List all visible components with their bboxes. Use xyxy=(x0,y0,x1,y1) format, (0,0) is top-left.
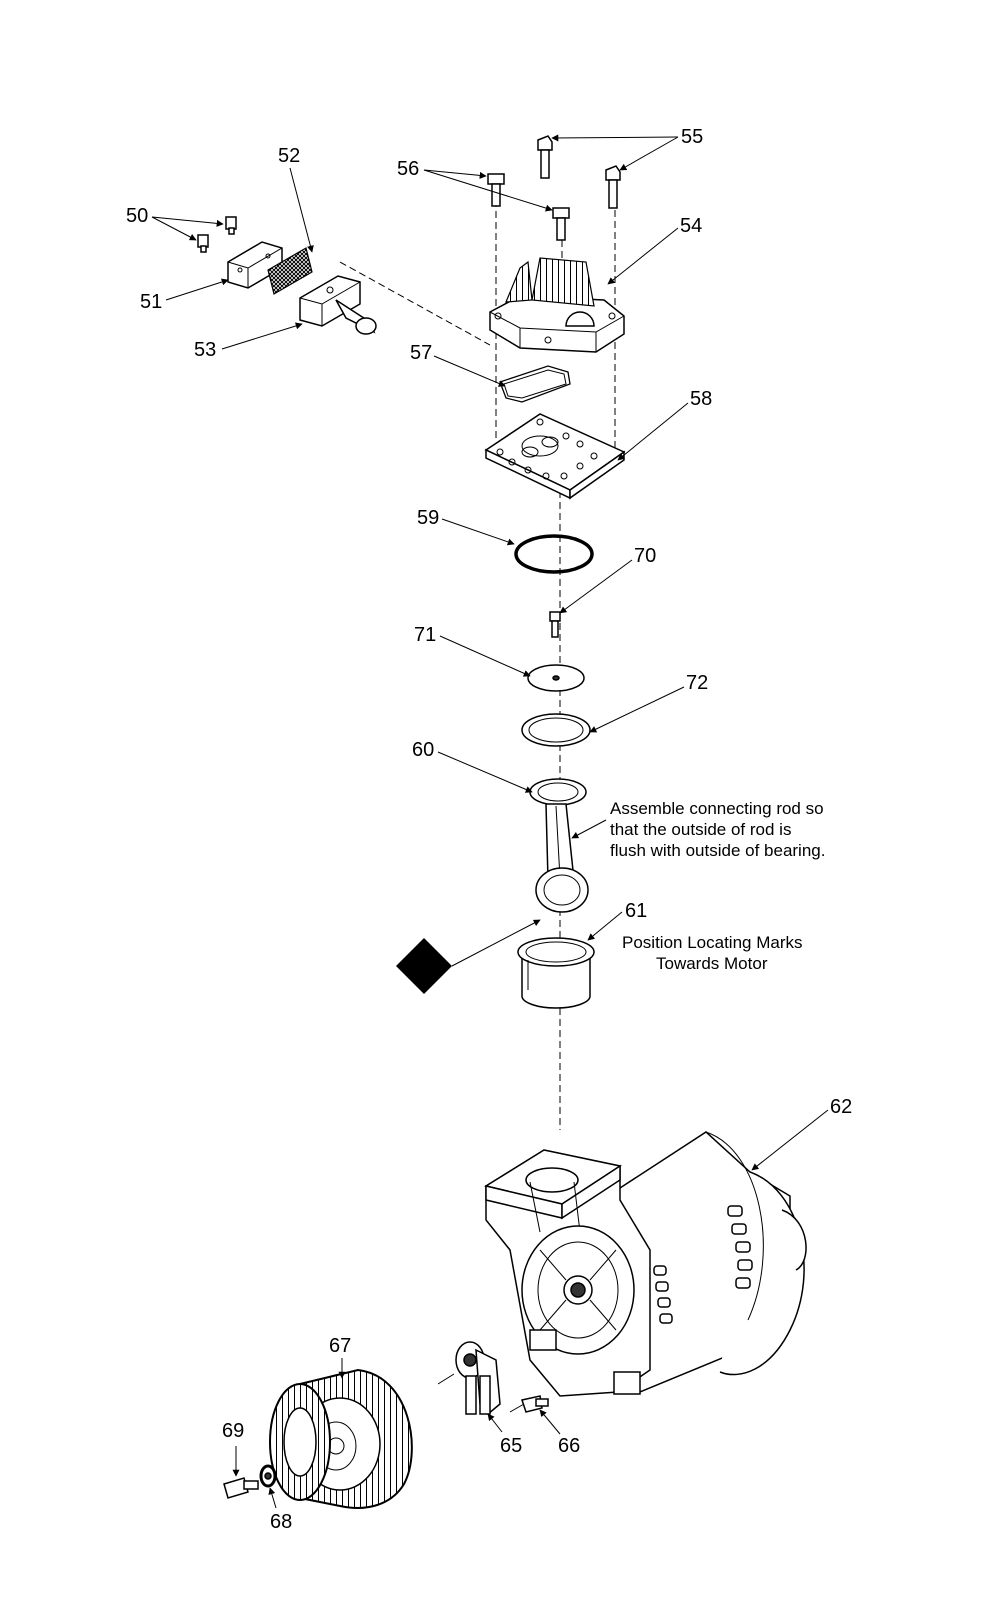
label-51: 51 xyxy=(140,291,162,313)
rod-note-line-2: that the outside of rod is xyxy=(610,820,791,839)
part-59-o-ring xyxy=(514,534,594,574)
label-50: 50 xyxy=(126,205,148,227)
part-50-screws xyxy=(197,216,237,253)
label-70: 70 xyxy=(634,545,656,567)
label-68: 68 xyxy=(270,1511,292,1533)
label-66: 66 xyxy=(558,1435,580,1457)
label-62: 62 xyxy=(830,1096,852,1118)
part-72-piston-cup xyxy=(521,713,591,747)
label-60: 60 xyxy=(412,739,434,761)
part-67-fan xyxy=(269,1368,413,1509)
part-57-gasket xyxy=(499,365,571,403)
part-69-bolt xyxy=(223,1477,259,1499)
marks-note-line-1: Position Locating Marks xyxy=(622,933,802,952)
label-53: 53 xyxy=(194,339,216,361)
part-56-bolts xyxy=(487,173,570,241)
label-65: 65 xyxy=(500,1435,522,1457)
part-58-valve-plate xyxy=(484,413,626,500)
label-56: 56 xyxy=(397,158,419,180)
part-53-filter-housing xyxy=(299,275,377,335)
label-55: 55 xyxy=(681,126,703,148)
label-58: 58 xyxy=(690,388,712,410)
part-60-connecting-rod xyxy=(529,778,589,913)
marks-note-line-2: Towards Motor xyxy=(656,954,768,973)
part-68-washer xyxy=(259,1464,277,1488)
part-54-cylinder-head xyxy=(489,257,625,353)
label-71: 71 xyxy=(414,624,436,646)
label-59: 59 xyxy=(417,507,439,529)
part-71-retainer xyxy=(527,664,585,692)
label-52: 52 xyxy=(278,145,300,167)
part-55-bolts xyxy=(537,135,621,209)
part-65-fan-hub xyxy=(455,1341,501,1416)
label-57: 57 xyxy=(410,342,432,364)
rod-note-line-1: Assemble connecting rod so xyxy=(610,799,824,818)
label-67: 67 xyxy=(329,1335,351,1357)
part-62-motor-crankcase xyxy=(484,1131,807,1397)
part-70-screw xyxy=(549,611,561,638)
part-66-screw xyxy=(521,1395,549,1413)
locating-mark-diamond-icon xyxy=(396,938,452,994)
label-61: 61 xyxy=(625,900,647,922)
part-61-bearing xyxy=(517,937,595,1009)
label-72: 72 xyxy=(686,672,708,694)
part-52-filter-element xyxy=(267,247,313,295)
label-69: 69 xyxy=(222,1420,244,1442)
rod-note-line-3: flush with outside of bearing. xyxy=(610,841,825,860)
label-54: 54 xyxy=(680,215,702,237)
